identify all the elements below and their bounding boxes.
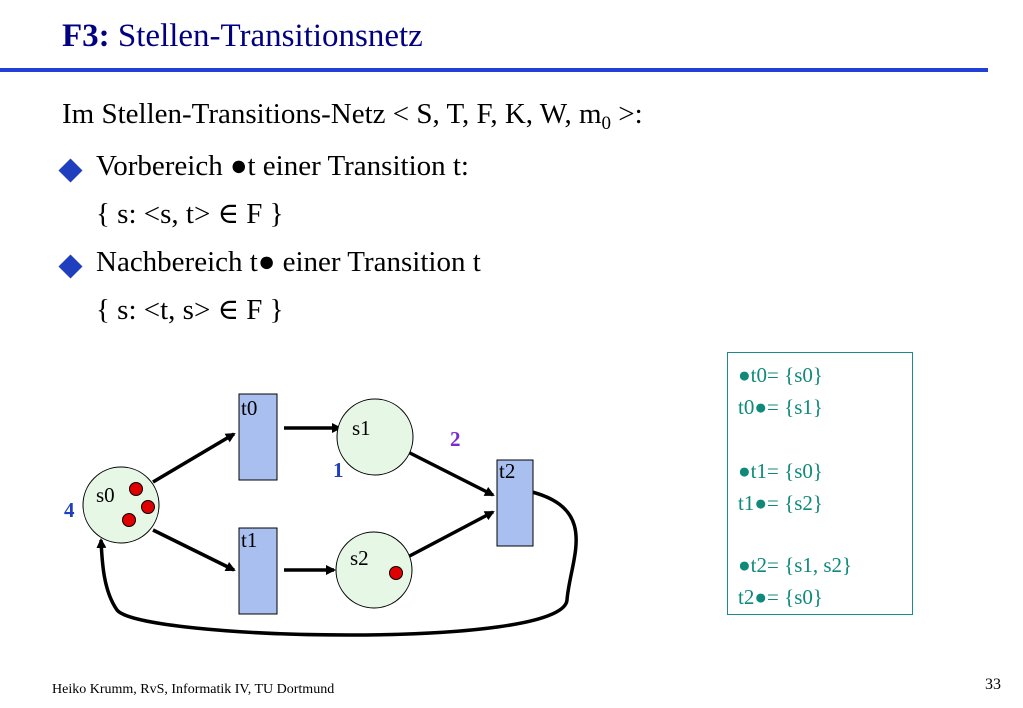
info-line: t2●= {s0} [738, 585, 823, 609]
info-line: ●t1= {s0} [738, 459, 823, 483]
transition-t0 [238, 393, 278, 481]
place-s1 [336, 398, 414, 476]
arc-weight-s2-t2: 1 [333, 458, 344, 482]
intro-text: Im Stellen-Transitions-Netz < S, T, F, K… [62, 98, 602, 130]
transition-t1 [238, 527, 278, 615]
transition-t2 [496, 459, 534, 547]
bullet-nachbereich: Nachbereich t● einer Transition t [96, 246, 481, 278]
title-underline [0, 68, 988, 72]
token [141, 500, 155, 514]
page-number: 33 [985, 676, 1001, 693]
arc-s2-t2 [401, 510, 495, 562]
transition-label-t2: t2 [499, 459, 515, 483]
token [389, 566, 403, 580]
place-label-s1: s1 [352, 416, 371, 440]
intro-suffix: >: [611, 98, 643, 130]
vorbereich-formula: { s: <s, t> ∈ F } [96, 198, 284, 230]
arc-weight-s1-t2: 2 [450, 427, 461, 451]
info-line: t0●= {s1} [738, 395, 823, 419]
token [129, 482, 143, 496]
arc-s0-t1 [152, 528, 236, 572]
slide-title: F3: Stellen-Transitionsnetz [62, 18, 423, 55]
bullet-vorbereich: Vorbereich ●t einer Transition t: [96, 150, 469, 182]
transition-label-t0: t0 [241, 396, 257, 420]
info-line: t1●= {s2} [738, 491, 823, 515]
token [122, 513, 136, 527]
pre-post-set-box: ●t0= {s0} t0●= {s1} ●t1= {s0} t1●= {s2} … [727, 352, 913, 615]
intro-subscript: 0 [601, 113, 612, 134]
info-line: ●t0= {s0} [738, 363, 823, 387]
title-prefix: F3: [62, 18, 110, 54]
info-line: ●t2= {s1, s2} [738, 553, 853, 577]
nachbereich-formula: { s: <t, s> ∈ F } [96, 294, 284, 326]
intro-line: Im Stellen-Transitions-Netz < S, T, F, K… [62, 98, 643, 135]
transition-label-t1: t1 [241, 528, 257, 552]
title-text: Stellen-Transitionsnetz [117, 18, 423, 54]
arc-s0-t0 [152, 432, 236, 484]
place-label-s0: s0 [96, 483, 115, 507]
arc-t2-s0 [96, 490, 578, 637]
footer-author: Heiko Krumm, RvS, Informatik IV, TU Dort… [52, 682, 335, 697]
place-label-s2: s2 [350, 546, 369, 570]
capacity-label-s0: 4 [64, 498, 75, 522]
arc-s1-t2 [403, 448, 495, 497]
place-s2 [335, 531, 413, 609]
